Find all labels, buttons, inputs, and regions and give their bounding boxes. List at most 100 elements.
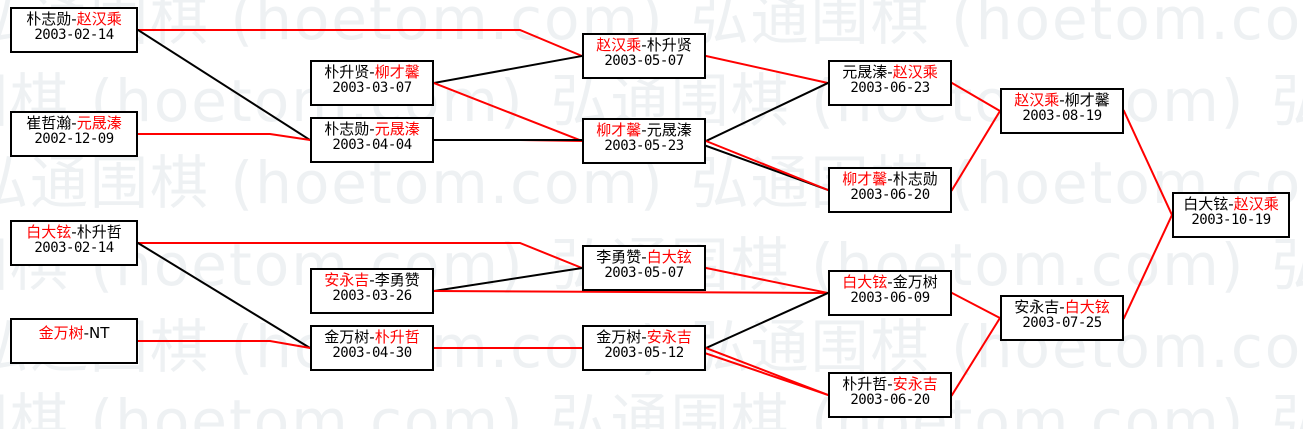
player-left: 朴升哲 (842, 375, 888, 393)
match-players: 安永吉-李勇赞 (318, 272, 426, 289)
player-right: 白大铉 (646, 248, 692, 266)
player-right: 安永吉 (646, 328, 692, 346)
match-players: 柳才馨-朴志勋 (836, 171, 944, 188)
match-players: 白大铉-金万树 (836, 274, 944, 291)
match-players: 金万树-朴升哲 (318, 329, 426, 346)
player-left: 白大铉 (26, 223, 72, 241)
match-date: 2003-10-19 (1191, 211, 1271, 228)
match-players: 金万树-安永吉 (590, 329, 698, 346)
player-left: 朴志勋 (324, 120, 370, 138)
connector-red (1122, 109, 1174, 217)
connector-red (950, 109, 1002, 192)
player-right: 朴升哲 (76, 223, 122, 241)
connector-red (433, 139, 584, 143)
connector-black (704, 291, 830, 350)
connector-red (704, 54, 830, 85)
player-right: 元晟溱 (374, 120, 420, 138)
connector-black (136, 241, 312, 350)
player-separator: - (887, 170, 893, 188)
player-left: 朴升贤 (324, 63, 370, 81)
player-separator: - (83, 324, 90, 342)
match-players: 赵汉乘-朴升贤 (590, 37, 698, 54)
watermark-text: 弘通围棋 (hoetom.com)弘通围棋 (hoetom.com)弘通围棋 (… (0, 387, 1303, 429)
connector-red (432, 289, 830, 295)
match-players: 赵汉乘-柳才馨 (1008, 92, 1116, 109)
player-separator: - (887, 375, 893, 393)
connector-red (950, 81, 1002, 113)
player-right: 赵汉乘 (892, 63, 938, 81)
player-left: 安永吉 (1014, 298, 1060, 316)
connector-red (137, 133, 312, 142)
player-left: 赵汉乘 (596, 36, 642, 54)
match-date: 2003-05-07 (604, 264, 684, 281)
match-date: 2003-04-04 (332, 136, 412, 153)
player-left: 李勇赞 (596, 248, 642, 266)
match-players: 安永吉-白大铉 (1008, 299, 1116, 316)
connector-black (432, 266, 584, 293)
connector-black (432, 54, 584, 85)
player-left: 白大铉 (842, 273, 888, 291)
player-separator: - (641, 121, 647, 139)
match-players: 白大铉-赵汉乘 (1180, 196, 1282, 213)
player-left: 赵汉乘 (1014, 91, 1060, 109)
player-right: 朴升哲 (374, 328, 420, 346)
player-separator: - (887, 63, 893, 81)
connector-red (950, 316, 1002, 397)
connector-red (137, 340, 312, 350)
player-left: 元晟溱 (842, 63, 888, 81)
connector-red (137, 29, 584, 58)
player-separator: - (641, 328, 647, 346)
player-separator: - (641, 36, 647, 54)
match-players: 柳才馨-元晟溱 (590, 122, 698, 139)
match-players: 朴升贤-柳才馨 (318, 64, 426, 81)
player-left: 金万树 (324, 328, 370, 346)
player-separator: - (71, 10, 77, 28)
player-left: 柳才馨 (842, 170, 888, 188)
match-players: 崔哲瀚-元晟溱 (18, 115, 130, 132)
match-date: 2003-06-09 (850, 289, 930, 306)
match-players: 李勇赞-白大铉 (590, 249, 698, 266)
match-date: 2003-05-07 (604, 52, 684, 69)
player-right: 安永吉 (892, 375, 938, 393)
match-date: 2003-03-26 (332, 287, 412, 304)
match-box[interactable]: 金万树-NT (10, 318, 138, 364)
match-date: 2003-08-19 (1022, 107, 1102, 124)
player-separator: - (71, 223, 77, 241)
player-separator: - (887, 273, 893, 291)
match-players: 金万树-NT (18, 325, 130, 342)
match-date: 2003-02-14 (34, 239, 114, 256)
player-right: 赵汉乘 (1233, 195, 1279, 213)
player-right: 朴志勋 (892, 170, 938, 188)
player-left: 朴志勋 (26, 10, 72, 28)
player-right: 金万树 (892, 273, 938, 291)
player-left: 白大铉 (1183, 195, 1229, 213)
match-date: 2003-06-20 (850, 186, 930, 203)
player-left: 柳才馨 (596, 121, 642, 139)
player-separator: - (1228, 195, 1234, 213)
match-date: 2003-07-25 (1022, 314, 1102, 331)
connector-red (432, 81, 584, 143)
match-players: 朴志勋-赵汉乘 (18, 11, 130, 28)
player-left: 金万树 (596, 328, 642, 346)
player-left: 金万树 (38, 324, 84, 342)
player-left: 安永吉 (324, 271, 370, 289)
